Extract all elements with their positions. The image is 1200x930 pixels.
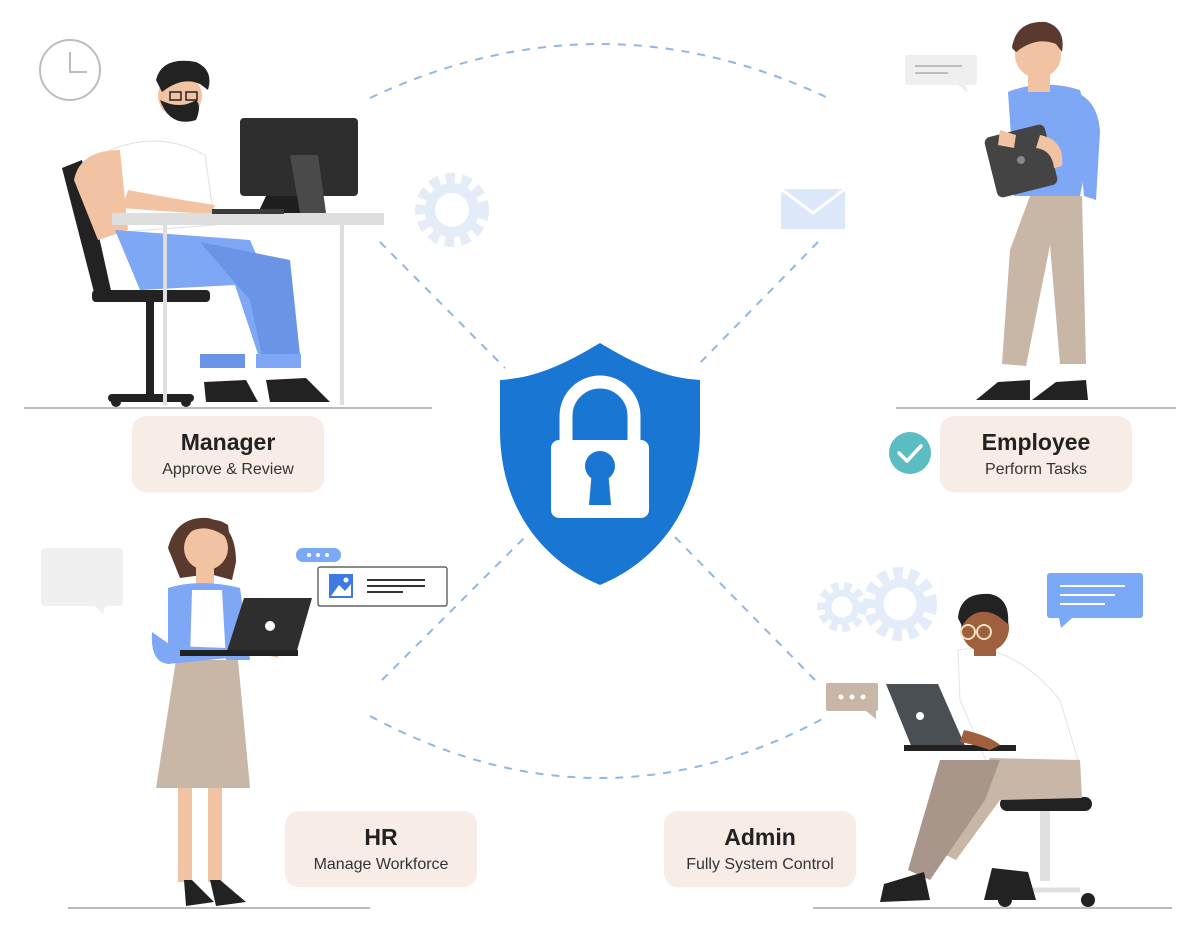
role-subtitle-admin: Fully System Control [686, 856, 834, 874]
role-card-manager: Manager Approve & Review [132, 416, 324, 492]
bottom-arc [369, 715, 829, 779]
typing-bubble-icon [296, 548, 341, 562]
role-card-employee: Employee Perform Tasks [940, 416, 1132, 492]
role-subtitle-employee: Perform Tasks [985, 461, 1087, 479]
manager-illustration [62, 60, 384, 407]
chat-bubble-icon [41, 548, 123, 614]
role-subtitle-hr: Manage Workforce [313, 856, 449, 874]
role-title-employee: Employee [981, 428, 1091, 455]
dashed-connectors [369, 43, 829, 779]
chat-bubble-icon [905, 55, 977, 93]
admin-illustration [880, 593, 1095, 907]
connector-admin [671, 533, 816, 681]
ground-lines [24, 407, 1176, 909]
connector-employee [694, 241, 819, 369]
role-title-manager: Manager [180, 428, 276, 455]
check-circle-icon [889, 432, 931, 474]
gear-icon [415, 173, 489, 247]
hr-illustration [151, 517, 312, 906]
image-card-icon [317, 566, 448, 607]
connector-manager [379, 241, 506, 369]
envelope-icon [780, 187, 846, 229]
role-card-admin: Admin Fully System Control [664, 811, 856, 887]
chat-bubble-icon [1047, 573, 1143, 628]
top-arc [369, 43, 829, 99]
role-card-hr: HR Manage Workforce [285, 811, 477, 887]
typing-bubble-icon [826, 683, 878, 719]
role-title-admin: Admin [724, 823, 796, 850]
employee-illustration [976, 21, 1100, 400]
connector-hr [381, 533, 529, 681]
gears-icon [817, 567, 937, 641]
role-subtitle-manager: Approve & Review [162, 461, 294, 479]
shield-lock-icon [500, 343, 700, 585]
clock-icon [39, 39, 101, 101]
role-title-hr: HR [364, 823, 398, 850]
